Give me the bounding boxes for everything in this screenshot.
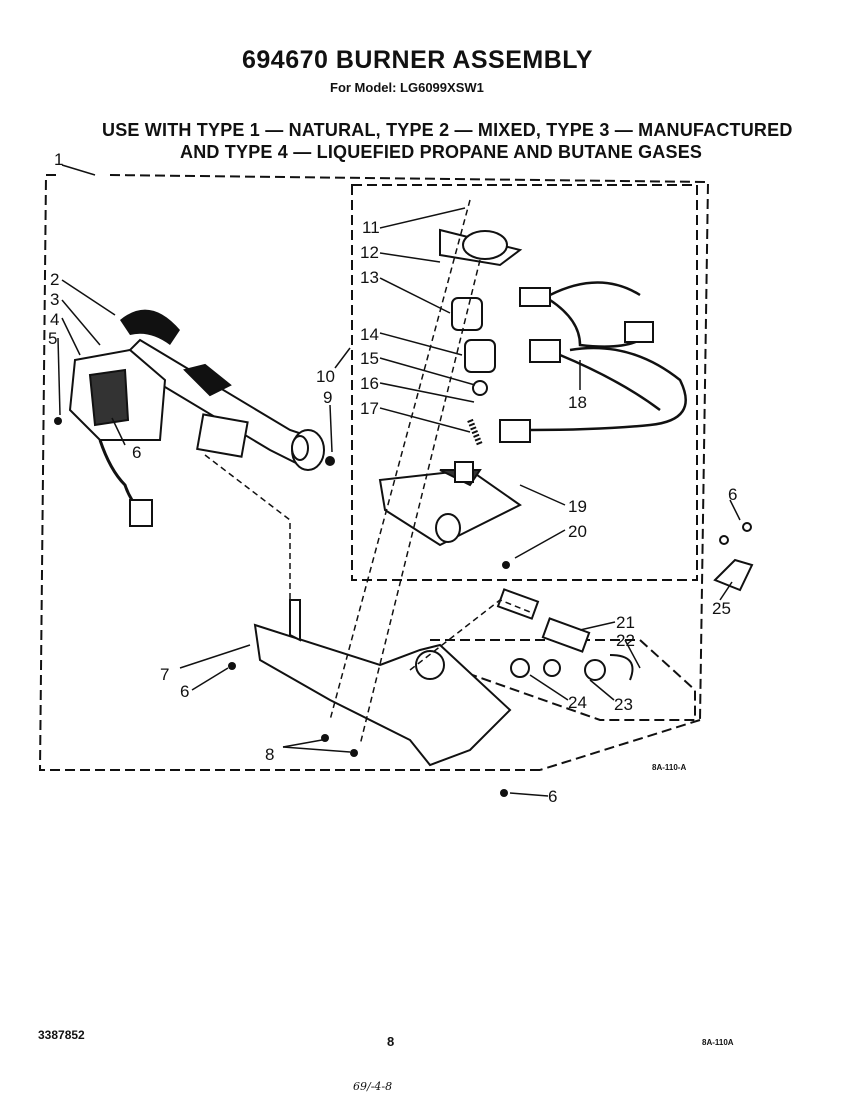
page-title: 694670 BURNER ASSEMBLY — [242, 46, 593, 74]
callout-3: 3 — [50, 290, 59, 309]
callout-10: 10 — [316, 367, 335, 386]
callout-6b: 6 — [180, 682, 189, 701]
callout-18: 18 — [568, 393, 587, 412]
callout-9: 9 — [323, 388, 332, 407]
flame-spreader — [120, 309, 180, 345]
harness-connector-c — [624, 321, 654, 343]
footer-part-number: 3387852 — [38, 1028, 85, 1042]
callout-6d: 6 — [548, 787, 557, 806]
callout-5: 5 — [48, 329, 57, 348]
callout-13: 13 — [360, 268, 379, 287]
callout-11: 11 — [362, 218, 380, 237]
callout-6c: 6 — [728, 485, 737, 504]
callout-4: 4 — [50, 310, 59, 329]
burner-base-bracket — [253, 599, 512, 767]
harness-connector-d — [499, 419, 531, 443]
gas-valve — [378, 461, 522, 547]
pipe-fittings — [496, 588, 634, 681]
callout-20: 20 — [568, 522, 587, 541]
callout-23: 23 — [614, 695, 633, 714]
screws — [54, 417, 510, 797]
callout-21: 21 — [616, 613, 635, 632]
fitting-group-bracket — [429, 639, 696, 721]
wiring-harness — [529, 281, 687, 432]
model-label: For Model: LG6099XSW1 — [330, 80, 484, 95]
drawing-code: 8A-110-A — [652, 763, 686, 772]
callout-17: 17 — [360, 399, 379, 418]
callout-2: 2 — [50, 270, 59, 289]
callout-25: 25 — [712, 599, 731, 618]
usage-note-line1: USE WITH TYPE 1 — NATURAL, TYPE 2 — MIXE… — [102, 120, 793, 140]
callout-22: 22 — [616, 631, 635, 650]
callout-7: 7 — [160, 665, 169, 684]
callout-15: 15 — [360, 349, 379, 368]
callout-6a: 6 — [132, 443, 141, 462]
valve-group-boundary — [351, 184, 698, 581]
footer-page-number: 8 — [387, 1034, 395, 1049]
igniter-bracket — [68, 348, 249, 458]
assembly-boundary-outer — [38, 174, 710, 771]
footer-handwritten-note: 69/-4-8 — [353, 1080, 393, 1093]
callout-24: 24 — [568, 693, 587, 712]
callout-19: 19 — [568, 497, 587, 516]
callout-14: 14 — [360, 325, 379, 344]
callout-labels: 1 2 3 4 5 6 7 6 8 9 10 11 12 13 14 15 16… — [48, 150, 737, 806]
footer-code: 8A-110A — [702, 1038, 734, 1047]
igniter-plug — [129, 499, 153, 527]
callout-16: 16 — [360, 374, 379, 393]
harness-connector-b — [529, 339, 561, 363]
tube-clip — [713, 522, 754, 592]
callout-12: 12 — [360, 243, 379, 262]
harness-connector-a — [519, 287, 551, 307]
callout-1: 1 — [54, 150, 63, 169]
callout-8: 8 — [265, 745, 274, 764]
usage-note-line2: AND TYPE 4 — LIQUEFIED PROPANE AND BUTAN… — [180, 142, 703, 162]
